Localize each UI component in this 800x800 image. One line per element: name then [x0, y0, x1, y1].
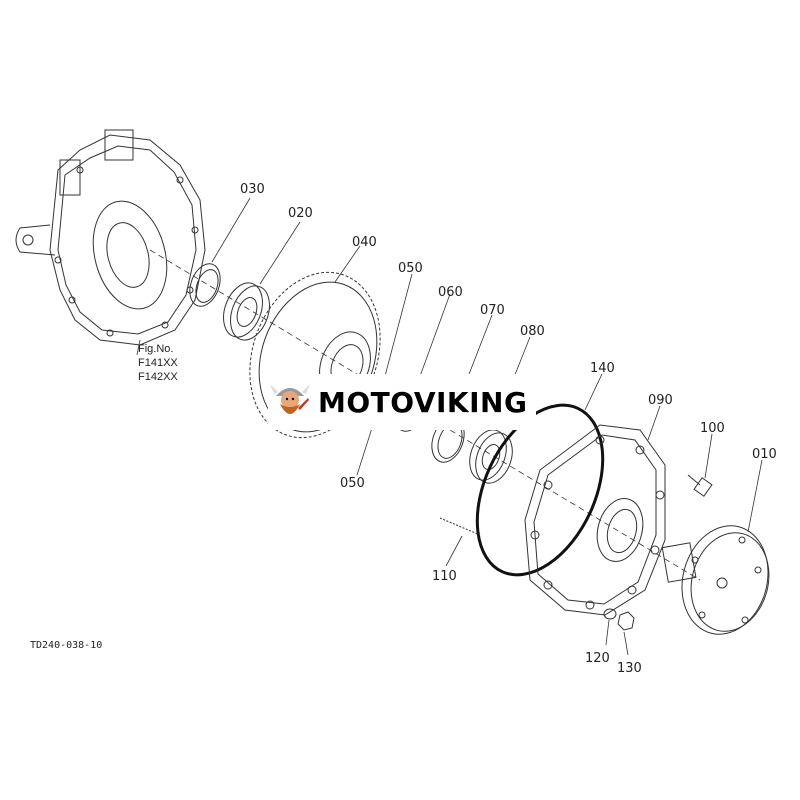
- part-030-seal-ring: [189, 263, 221, 307]
- part-020-bearing: [223, 282, 270, 341]
- part-130-nut: [617, 611, 635, 631]
- label-070: 070: [480, 303, 505, 318]
- fig-number-label: Fig.No.: [138, 343, 173, 355]
- viking-mascot-icon: [270, 384, 310, 414]
- label-140: 140: [590, 361, 615, 376]
- label-030: 030: [240, 182, 265, 197]
- part-100-bolt: [687, 474, 713, 497]
- label-090: 090: [648, 393, 673, 408]
- label-060: 060: [438, 285, 463, 300]
- fig-code-2: F142XX: [138, 371, 178, 383]
- label-130: 130: [617, 661, 642, 676]
- label-110: 110: [432, 569, 457, 584]
- label-040: 040: [352, 235, 377, 250]
- label-050-bottom: 050: [340, 476, 365, 491]
- drawing-reference: TD240-038-10: [30, 640, 102, 651]
- watermark-text: MOTOVIKING: [318, 385, 528, 419]
- label-010: 010: [752, 447, 777, 462]
- label-020: 020: [288, 206, 313, 221]
- part-090-cover: [524, 424, 666, 616]
- label-050-top: 050: [398, 261, 423, 276]
- part-120-washer: [603, 608, 617, 620]
- part-140-o-ring: [475, 403, 605, 577]
- label-100: 100: [700, 421, 725, 436]
- label-080: 080: [520, 324, 545, 339]
- fig-code-1: F141XX: [138, 357, 178, 369]
- part-110-stud: [439, 517, 481, 536]
- part-010-flange: [661, 525, 770, 635]
- watermark-banner: MOTOVIKING: [268, 374, 536, 430]
- label-120: 120: [585, 651, 610, 666]
- axle-housing: [15, 129, 206, 346]
